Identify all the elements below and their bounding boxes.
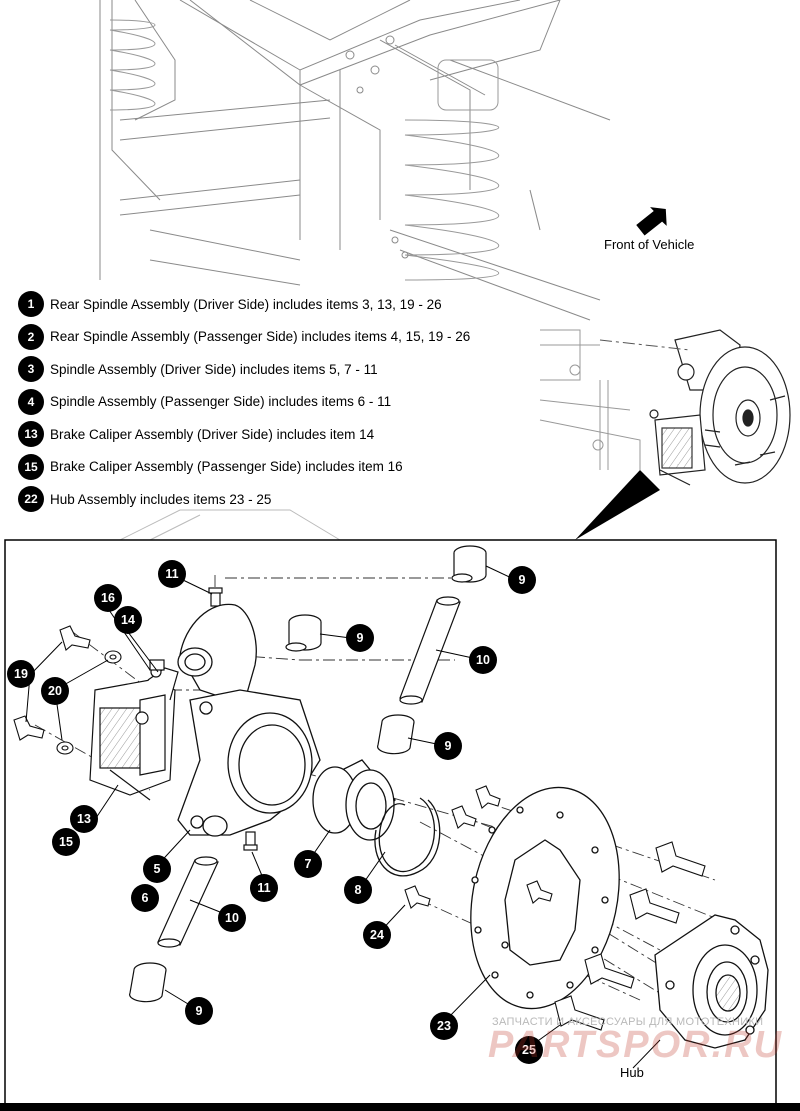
callout-bushing-bottom: 9 bbox=[185, 997, 213, 1025]
callout-caliper-washer: 20 bbox=[41, 677, 69, 705]
legend-number-badge: 15 bbox=[18, 453, 44, 480]
callout-caliper-item-14: 14 bbox=[114, 606, 142, 634]
legend-item: 15 Brake Caliper Assembly (Passenger Sid… bbox=[18, 451, 538, 484]
watermark-subtitle: ЗАПЧАСТИ И АКСЕССУАРЫ ДЛЯ МОТОТЕХНИКИ bbox=[492, 1016, 764, 1028]
legend-number-badge: 2 bbox=[18, 323, 44, 350]
legend-item: 1 Rear Spindle Assembly (Driver Side) in… bbox=[18, 288, 538, 321]
callout-bushing-top-right: 9 bbox=[508, 566, 536, 594]
legend-item: 2 Rear Spindle Assembly (Passenger Side)… bbox=[18, 321, 538, 354]
callout-pin-top: 10 bbox=[469, 646, 497, 674]
brake-caliper bbox=[89, 659, 179, 801]
detail-pointer-arrow bbox=[575, 470, 660, 540]
callout-rotor-bolt: 24 bbox=[363, 921, 391, 949]
front-of-vehicle-arrow bbox=[636, 207, 667, 236]
callout-spindle-passenger: 6 bbox=[131, 884, 159, 912]
watermark-logo-text: PARTSPOR.RU bbox=[488, 1024, 784, 1066]
legend-number-badge: 3 bbox=[18, 356, 44, 383]
legend-item: 4 Spindle Assembly (Passenger Side) incl… bbox=[18, 386, 538, 419]
snap-ring bbox=[374, 797, 441, 877]
legend-text: Brake Caliper Assembly (Passenger Side) … bbox=[50, 459, 403, 475]
pivot-pins bbox=[157, 596, 461, 948]
legend-text: Rear Spindle Assembly (Driver Side) incl… bbox=[50, 296, 442, 312]
callout-caliper-driver: 13 bbox=[70, 805, 98, 833]
grease-fitting-top bbox=[208, 587, 223, 607]
callout-spindle-driver: 5 bbox=[143, 855, 171, 883]
legend-text: Brake Caliper Assembly (Driver Side) inc… bbox=[50, 426, 375, 442]
legend-number-badge: 4 bbox=[18, 388, 44, 415]
legend-text: Spindle Assembly (Driver Side) includes … bbox=[50, 361, 378, 377]
legend-number-badge: 22 bbox=[18, 486, 44, 513]
callout-pin-bottom: 10 bbox=[218, 904, 246, 932]
caliper-bolts bbox=[13, 625, 122, 755]
callout-grease-fitting-top: 11 bbox=[158, 560, 186, 588]
callout-bearing: 7 bbox=[294, 850, 322, 878]
wheel-bearing bbox=[312, 759, 396, 841]
legend-number-badge: 13 bbox=[18, 421, 44, 448]
callout-rotor: 23 bbox=[430, 1012, 458, 1040]
legend-item: 3 Spindle Assembly (Driver Side) include… bbox=[18, 353, 538, 386]
legend-item: 22 Hub Assembly includes items 23 - 25 bbox=[18, 483, 538, 516]
hub-assembly-overview bbox=[649, 329, 791, 486]
callout-caliper-passenger: 15 bbox=[52, 828, 80, 856]
callout-bushing-mid: 9 bbox=[346, 624, 374, 652]
callout-wheel-stud: 25 bbox=[515, 1036, 543, 1064]
callout-leaders bbox=[25, 565, 661, 1069]
legend-item: 13 Brake Caliper Assembly (Driver Side) … bbox=[18, 418, 538, 451]
spindle-knuckle bbox=[177, 603, 321, 837]
callout-grease-fitting-bottom: 11 bbox=[250, 874, 278, 902]
wheel-hub bbox=[654, 914, 769, 1049]
parts-legend: 1 Rear Spindle Assembly (Driver Side) in… bbox=[18, 288, 538, 516]
legend-text: Hub Assembly includes items 23 - 25 bbox=[50, 491, 272, 507]
callout-caliper-item-16: 16 bbox=[94, 584, 122, 612]
hub-label: Hub bbox=[620, 1065, 644, 1080]
legend-text: Spindle Assembly (Passenger Side) includ… bbox=[50, 394, 392, 410]
callout-snap-ring: 8 bbox=[344, 876, 372, 904]
vehicle-frame-sketch bbox=[99, 0, 641, 541]
grease-fitting-bottom bbox=[243, 831, 258, 851]
rotor-bolts bbox=[404, 785, 553, 909]
bottom-bar bbox=[0, 1103, 800, 1111]
wheel-studs bbox=[554, 841, 706, 1031]
callout-bushing-lower: 9 bbox=[434, 732, 462, 760]
legend-text: Rear Spindle Assembly (Passenger Side) i… bbox=[50, 329, 471, 345]
bushings bbox=[129, 545, 487, 1003]
legend-number-badge: 1 bbox=[18, 291, 44, 318]
front-of-vehicle-label: Front of Vehicle bbox=[604, 237, 695, 252]
callout-caliper-bolt: 19 bbox=[7, 660, 35, 688]
overview-leader-line bbox=[599, 339, 691, 351]
